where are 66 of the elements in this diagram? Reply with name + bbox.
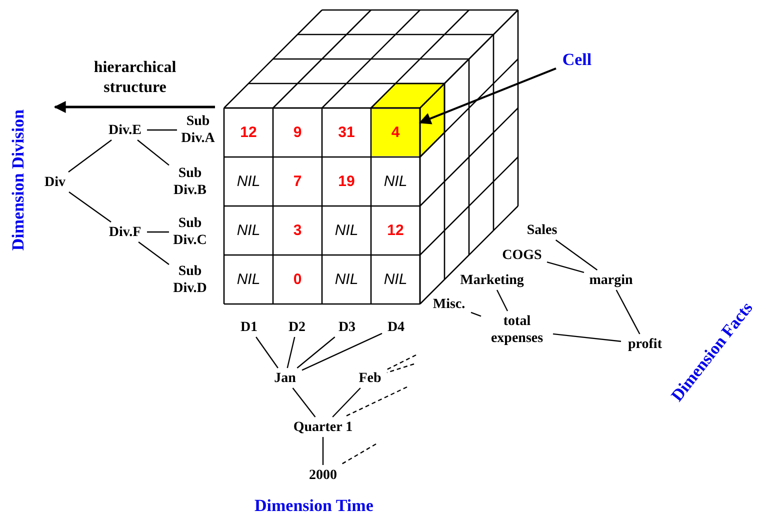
connector-line: [552, 333, 622, 342]
connector-line: [137, 140, 170, 166]
hierarchy-label: Sub Div.D: [170, 262, 210, 298]
hierarchy-label: D2: [284, 318, 310, 336]
hierarchy-label: Div.E: [104, 121, 146, 139]
hierarchy-label: Sub Div.A: [178, 112, 218, 148]
hierarchy-label: Sub Div.C: [170, 214, 210, 250]
hierarchy-label: D1: [236, 318, 262, 336]
connector-line: [296, 336, 336, 368]
data-cell: 12: [225, 109, 272, 156]
hierarchy-label: Div: [40, 173, 70, 191]
hierarchy-label: D4: [383, 318, 409, 336]
arrow-label: hierarchical structure: [92, 58, 178, 98]
connector-line: [286, 336, 296, 368]
connector-line: [147, 129, 177, 131]
connector-line: [292, 388, 316, 418]
data-cell: NIL: [225, 207, 272, 254]
hierarchy-label: 2000: [303, 466, 343, 484]
connector-line: [386, 363, 414, 374]
dimension-title: Dimension Time: [254, 496, 374, 514]
data-cell: 31: [323, 109, 370, 156]
hierarchy-label: Div.F: [104, 223, 146, 241]
connector-line: [68, 192, 112, 222]
data-cell: 19: [323, 158, 370, 205]
data-cell: NIL: [323, 256, 370, 303]
data-cell: NIL: [225, 256, 272, 303]
connector-line: [138, 242, 170, 265]
connector-line: [68, 140, 112, 172]
data-cell: NIL: [323, 207, 370, 254]
data-cell: 9: [274, 109, 321, 156]
data-cell: 12: [372, 207, 419, 254]
highlighted-cell: 4: [372, 109, 419, 156]
connector-line: [386, 354, 416, 370]
data-cell: 7: [274, 158, 321, 205]
connector-line: [555, 240, 598, 270]
connector-line: [470, 312, 482, 317]
hierarchy-label: Quarter 1: [288, 418, 358, 436]
connector-line: [332, 388, 361, 418]
data-cell: 0: [274, 256, 321, 303]
data-cell: 3: [274, 207, 321, 254]
data-cell: NIL: [225, 158, 272, 205]
hierarchy-label: margin: [585, 271, 637, 289]
data-cell: NIL: [372, 256, 419, 303]
callout-label: Cell: [557, 49, 597, 71]
hierarchy-label: Feb: [354, 369, 386, 387]
hierarchy-label: D3: [334, 318, 360, 336]
hierarchy-label: Marketing: [453, 271, 531, 289]
connector-line: [322, 437, 324, 465]
connector-line: [496, 290, 508, 312]
data-cell: NIL: [372, 158, 419, 205]
connector-line: [147, 231, 169, 233]
connector-line: [340, 443, 376, 466]
hierarchy-label: COGS: [498, 246, 546, 264]
hierarchy-label: Misc.: [428, 295, 470, 313]
connector-line: [616, 290, 640, 334]
connector-line: [546, 261, 584, 273]
hierarchy-label: Sales: [521, 221, 563, 239]
hierarchy-label: profit: [622, 335, 668, 353]
hierarchy-label: Sub Div.B: [170, 164, 210, 200]
hierarchy-label: Jan: [269, 369, 301, 387]
arrow: [418, 67, 556, 124]
connector-line: [302, 332, 382, 371]
dimension-title: Dimension Division: [8, 109, 28, 251]
hierarchy-label: total expenses: [482, 312, 552, 348]
connector-line: [256, 336, 278, 368]
connector-line: [344, 386, 408, 418]
